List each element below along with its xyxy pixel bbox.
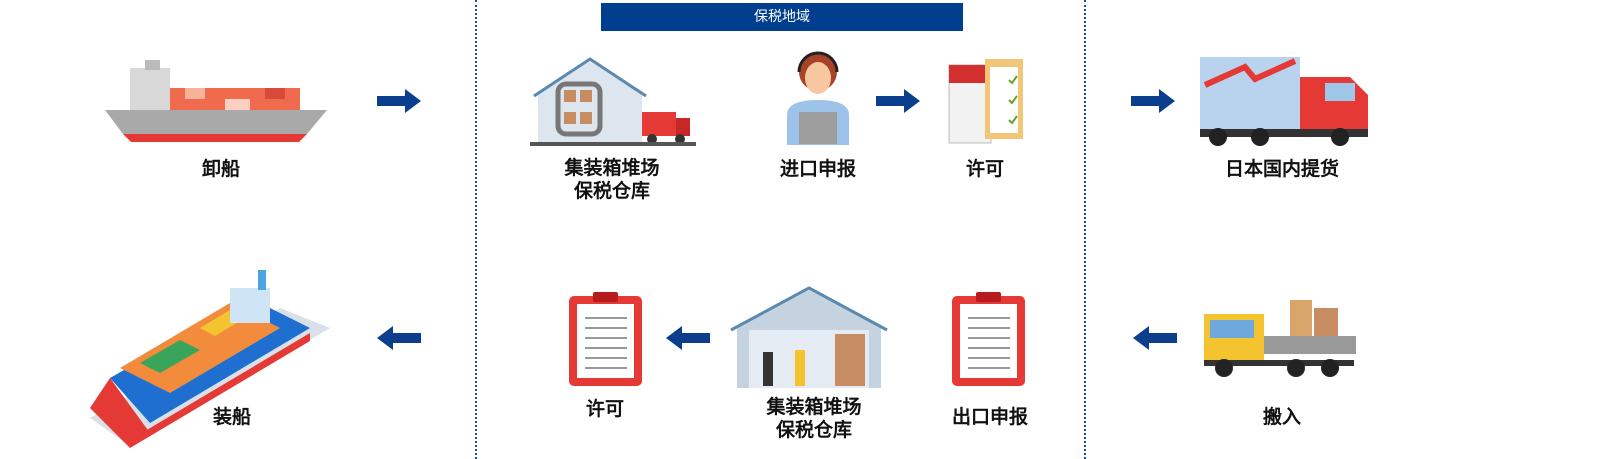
warehouse-forklift-icon bbox=[730, 286, 888, 388]
label-line: 集装箱堆场 bbox=[564, 157, 660, 179]
arrow-right-icon bbox=[876, 89, 920, 113]
arrow-right-icon bbox=[1131, 89, 1175, 113]
container-ship-icon bbox=[90, 270, 330, 448]
arrow-left-icon bbox=[666, 326, 710, 350]
step-bonded-warehouse-export-label: 集装箱堆场保税仓库 bbox=[766, 396, 861, 442]
step-permit-label: 许可 bbox=[965, 158, 1005, 180]
operator-icon bbox=[787, 51, 849, 145]
step-domestic-pickup-label: 日本国内提货 bbox=[1224, 158, 1340, 180]
step-load-ship-label: 装船 bbox=[212, 406, 252, 428]
cargo-truck-icon bbox=[1204, 300, 1356, 377]
clipboard-icon bbox=[952, 292, 1025, 386]
truck-icon bbox=[1200, 57, 1368, 146]
arrow-right-icon bbox=[377, 89, 421, 113]
arrow-left-icon bbox=[377, 326, 421, 350]
arrow-left-icon bbox=[1133, 326, 1177, 350]
label-line: 集装箱堆场 bbox=[766, 396, 862, 418]
label-line: 保税仓库 bbox=[573, 180, 651, 202]
step-permit-export-label: 许可 bbox=[585, 398, 625, 420]
clipboard-icon bbox=[569, 292, 642, 386]
step-bonded-warehouse-label: 集装箱堆场保税仓库 bbox=[564, 157, 659, 203]
bonded-area-left-border bbox=[475, 0, 477, 459]
label-line: 保税仓库 bbox=[775, 419, 853, 441]
step-unload-ship-label: 卸船 bbox=[201, 158, 241, 180]
warehouse-icon bbox=[530, 57, 696, 146]
step-export-declaration-label: 出口申报 bbox=[951, 406, 1029, 428]
ship-icon bbox=[105, 60, 327, 142]
bonded-area-header: 保税地域 bbox=[601, 3, 963, 31]
bonded-area-right-border bbox=[1084, 0, 1086, 459]
step-carry-in-label: 搬入 bbox=[1262, 406, 1302, 428]
step-import-declaration-label: 进口申报 bbox=[779, 158, 857, 180]
calendar-checklist-icon bbox=[948, 59, 1023, 144]
